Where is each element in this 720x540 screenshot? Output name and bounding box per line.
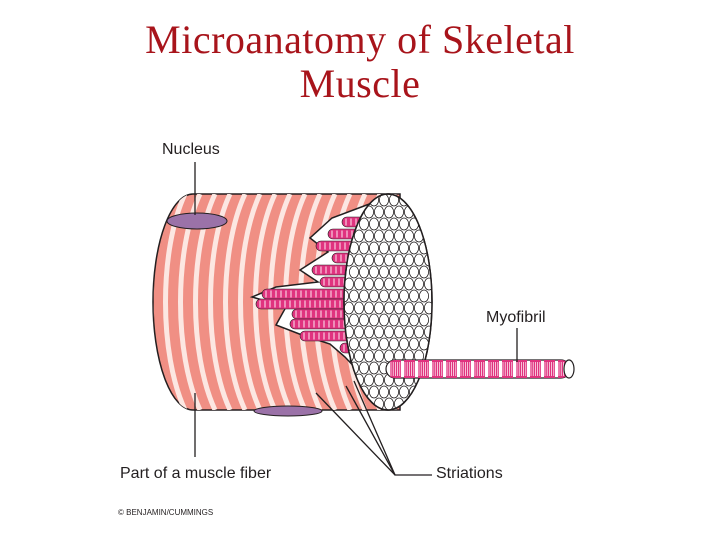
striations-leader-3	[353, 380, 396, 476]
myofibril-label: Myofibril	[486, 309, 546, 326]
title-line-1: Microanatomy of Skeletal	[145, 17, 575, 62]
nucleus-top	[166, 212, 228, 230]
copyright-notice: © BENJAMIN/CUMMINGS	[118, 508, 214, 517]
page-title: Microanatomy of Skeletal Muscle	[0, 18, 720, 106]
muscle-fiber-label: Part of a muscle fiber	[120, 465, 272, 482]
striations-leader-2	[345, 385, 396, 476]
nucleus-bottom	[253, 405, 323, 417]
striations-label: Striations	[436, 465, 503, 482]
myofibril-cross-section	[343, 193, 433, 411]
title-line-2: Muscle	[299, 61, 421, 106]
leader-lines	[194, 162, 518, 476]
nucleus-label: Nucleus	[162, 141, 220, 158]
myofibril-rod	[385, 359, 575, 379]
